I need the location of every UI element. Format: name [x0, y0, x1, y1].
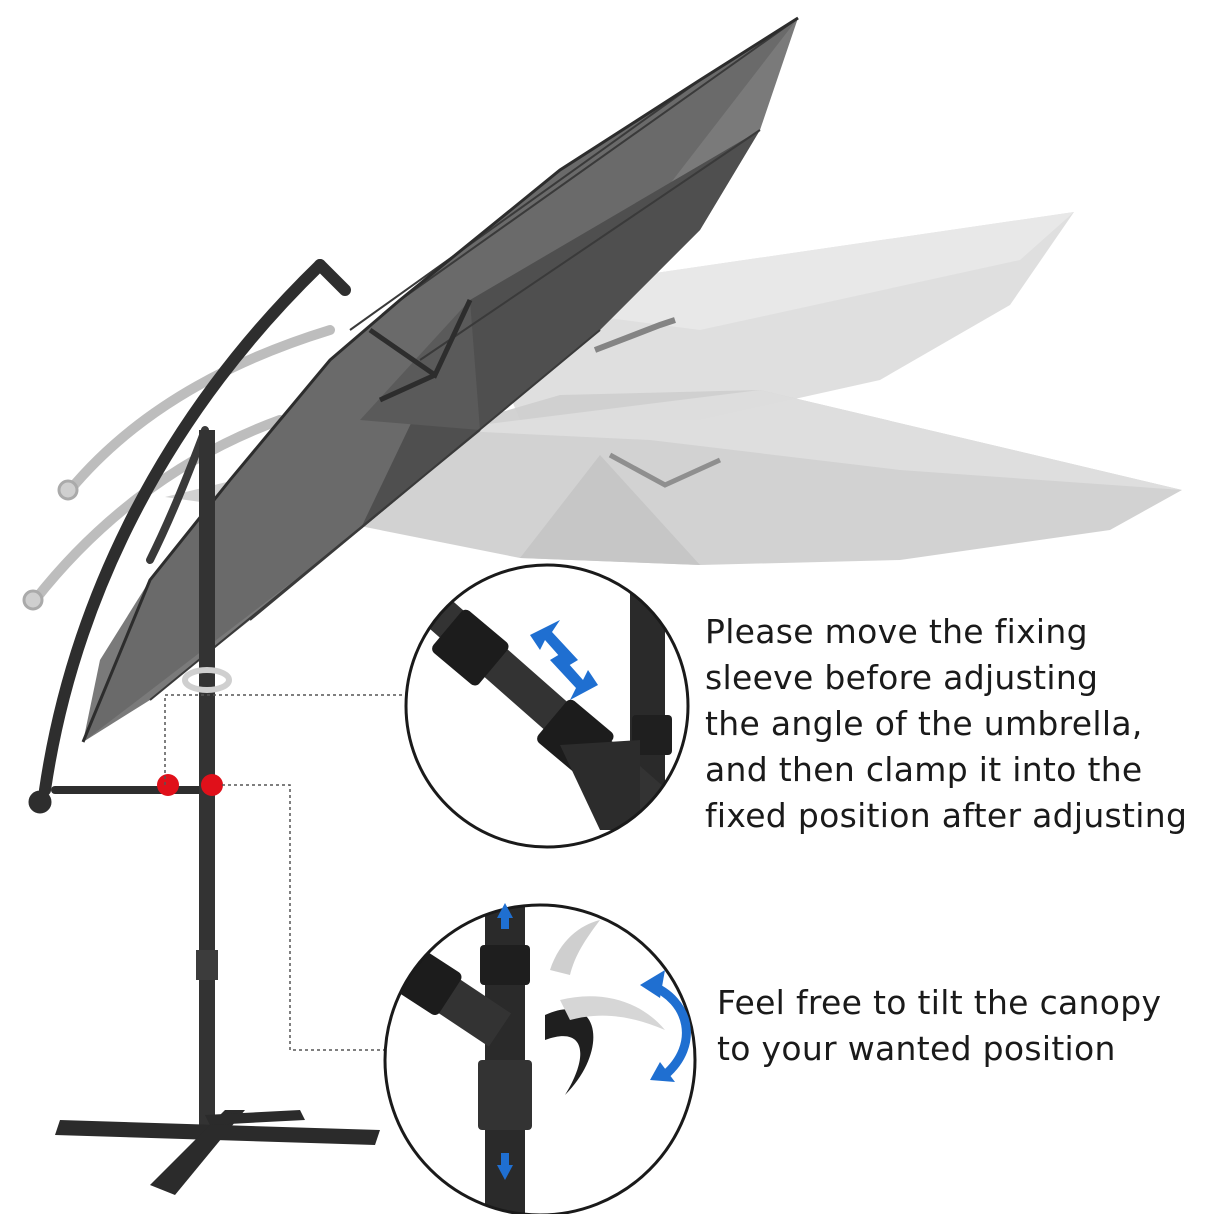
rotate-arrows-icon — [645, 980, 691, 1080]
caption-line: and then clamp it into the — [705, 750, 1143, 789]
slide-arrows-icon — [530, 620, 598, 700]
highlight-markers — [157, 774, 223, 796]
detail-circle-sleeve — [404, 563, 690, 849]
caption-line: Please move the fixing — [705, 612, 1088, 651]
caption-line: Feel free to tilt the canopy — [717, 983, 1162, 1022]
fixing-sleeve-caption: Please move the fixing sleeve before adj… — [705, 609, 1187, 839]
caption-line: to your wanted position — [717, 1029, 1116, 1068]
detail-circle-tilt — [383, 903, 697, 1217]
up-down-arrows-icon — [497, 903, 513, 1180]
tilt-caption: Feel free to tilt the canopy to your wan… — [717, 980, 1161, 1072]
caption-line: sleeve before adjusting — [705, 658, 1099, 697]
main-canopy — [81, 16, 799, 743]
cross-base — [55, 1110, 380, 1195]
ghost-canopy-lower — [165, 390, 1182, 565]
caption-line: fixed position after adjusting — [705, 796, 1188, 835]
callout-lines — [164, 694, 405, 1051]
caption-line: the angle of the umbrella, — [705, 704, 1143, 743]
